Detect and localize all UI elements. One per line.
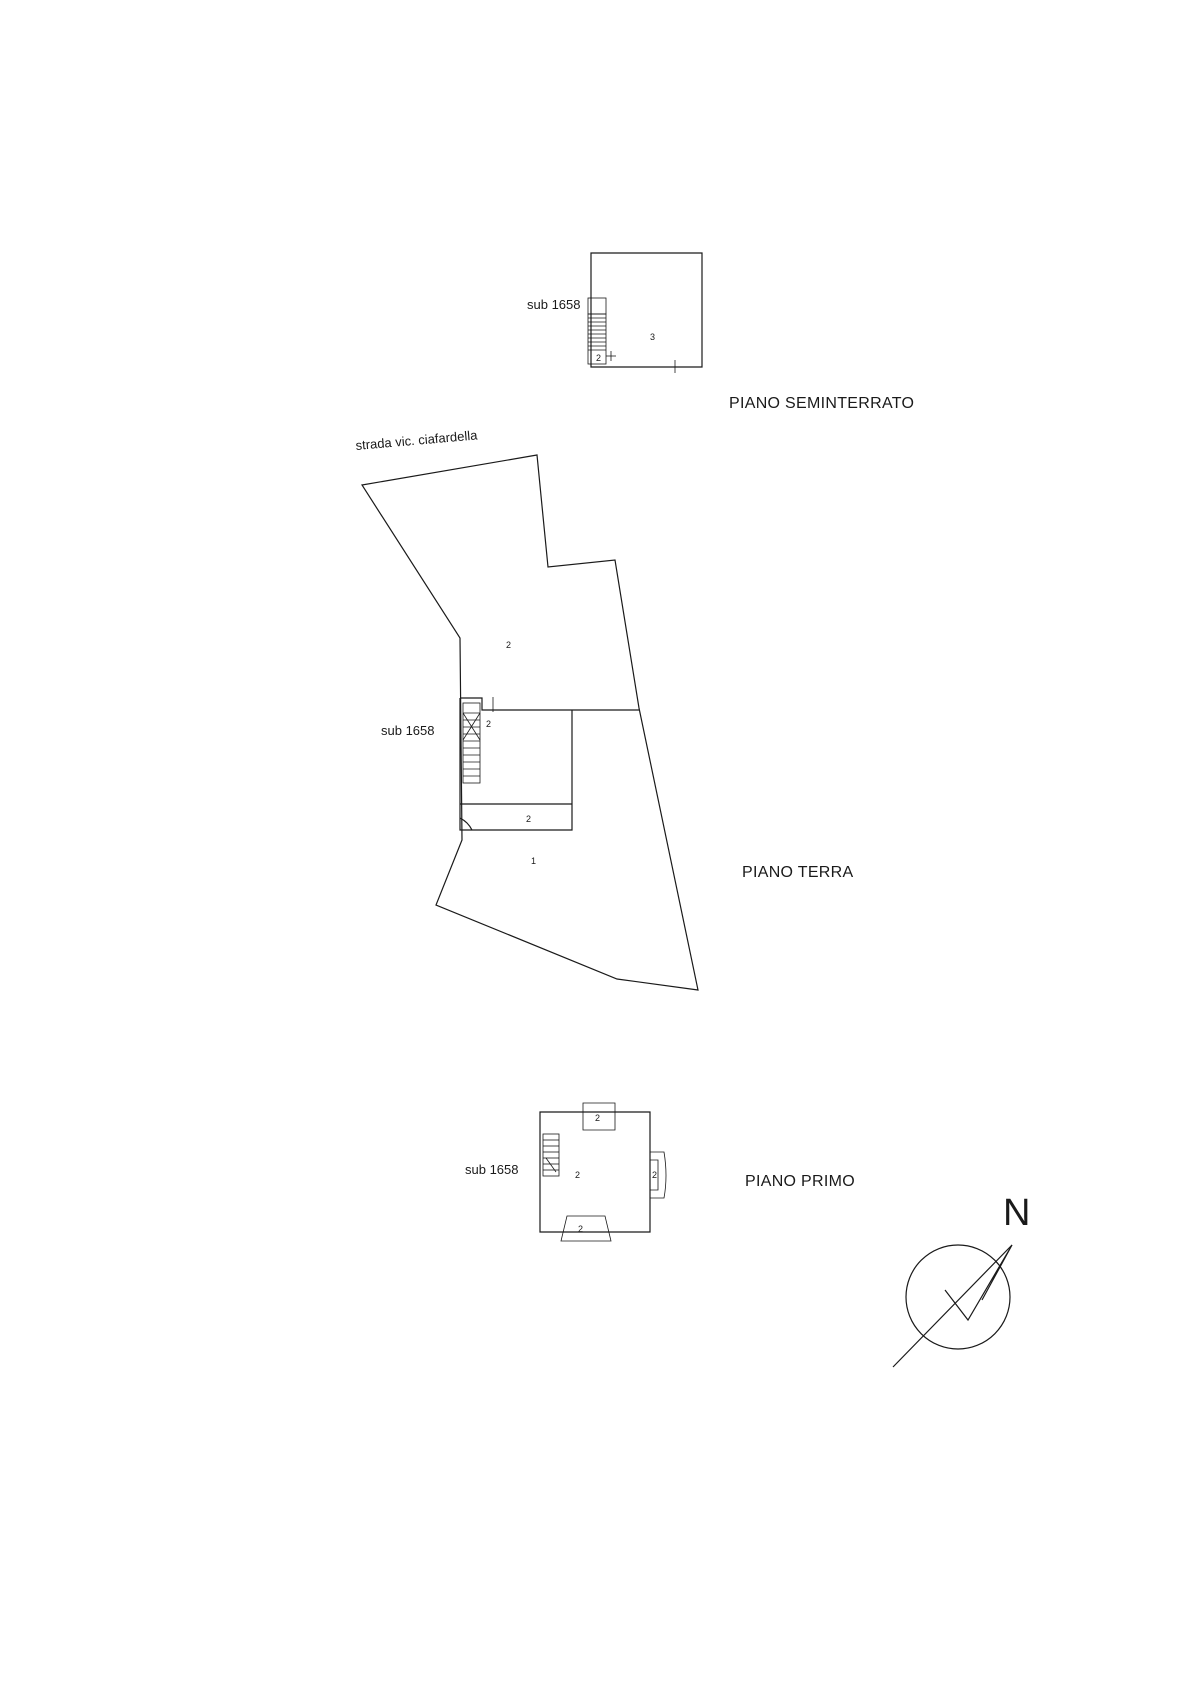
first-sub-label: sub 1658: [465, 1162, 519, 1177]
basement-room-label: 3: [650, 332, 655, 342]
first-right-balcony: [649, 1151, 667, 1199]
north-arrow-icon: [944, 1244, 1013, 1322]
ground-courtyard-room-label: 2: [506, 640, 511, 650]
ground-staircase: [462, 697, 494, 784]
ground-annex-room-label: 2: [526, 814, 531, 824]
first-staircase: [542, 1133, 560, 1177]
first-right-balcony-label: 2: [652, 1170, 657, 1180]
first-top-balcony: [582, 1102, 616, 1131]
ground-building-walls: [459, 697, 639, 831]
ground-lot-outline: [361, 454, 699, 991]
ground-stair-room-label: 2: [486, 719, 491, 729]
ground-main-room-label: 1: [531, 856, 536, 866]
north-label: N: [1003, 1192, 1030, 1234]
basement-staircase: [587, 297, 616, 365]
basement-floor-plan: sub 1658 3 2 PIANO SEMINTERRATO: [527, 252, 914, 412]
north-compass: N: [892, 1192, 1030, 1368]
compass-axis-line: [892, 1244, 1013, 1368]
basement-outline: [590, 252, 703, 368]
first-main-room-label: 2: [575, 1170, 580, 1180]
road-label: strada vic. ciafardella: [355, 427, 479, 453]
ground-floor-plan: strada vic. ciafardella sub 1658 2 2 2 1…: [355, 427, 853, 991]
first-floor-outline: [539, 1111, 651, 1233]
first-top-balcony-label: 2: [595, 1113, 600, 1123]
first-floor-title: PIANO PRIMO: [745, 1173, 855, 1190]
basement-floor-title: PIANO SEMINTERRATO: [729, 395, 914, 412]
compass-circle: [905, 1244, 1011, 1350]
first-floor-plan: sub 1658 2 2 2 2 PIANO PRIMO: [465, 1102, 855, 1242]
first-bottom-balcony-label: 2: [578, 1224, 583, 1234]
basement-stair-room-label: 2: [596, 353, 601, 363]
ground-sub-label: sub 1658: [381, 723, 435, 738]
basement-sub-label: sub 1658: [527, 297, 581, 312]
first-bottom-balcony: [560, 1215, 612, 1242]
ground-floor-title: PIANO TERRA: [742, 864, 853, 881]
